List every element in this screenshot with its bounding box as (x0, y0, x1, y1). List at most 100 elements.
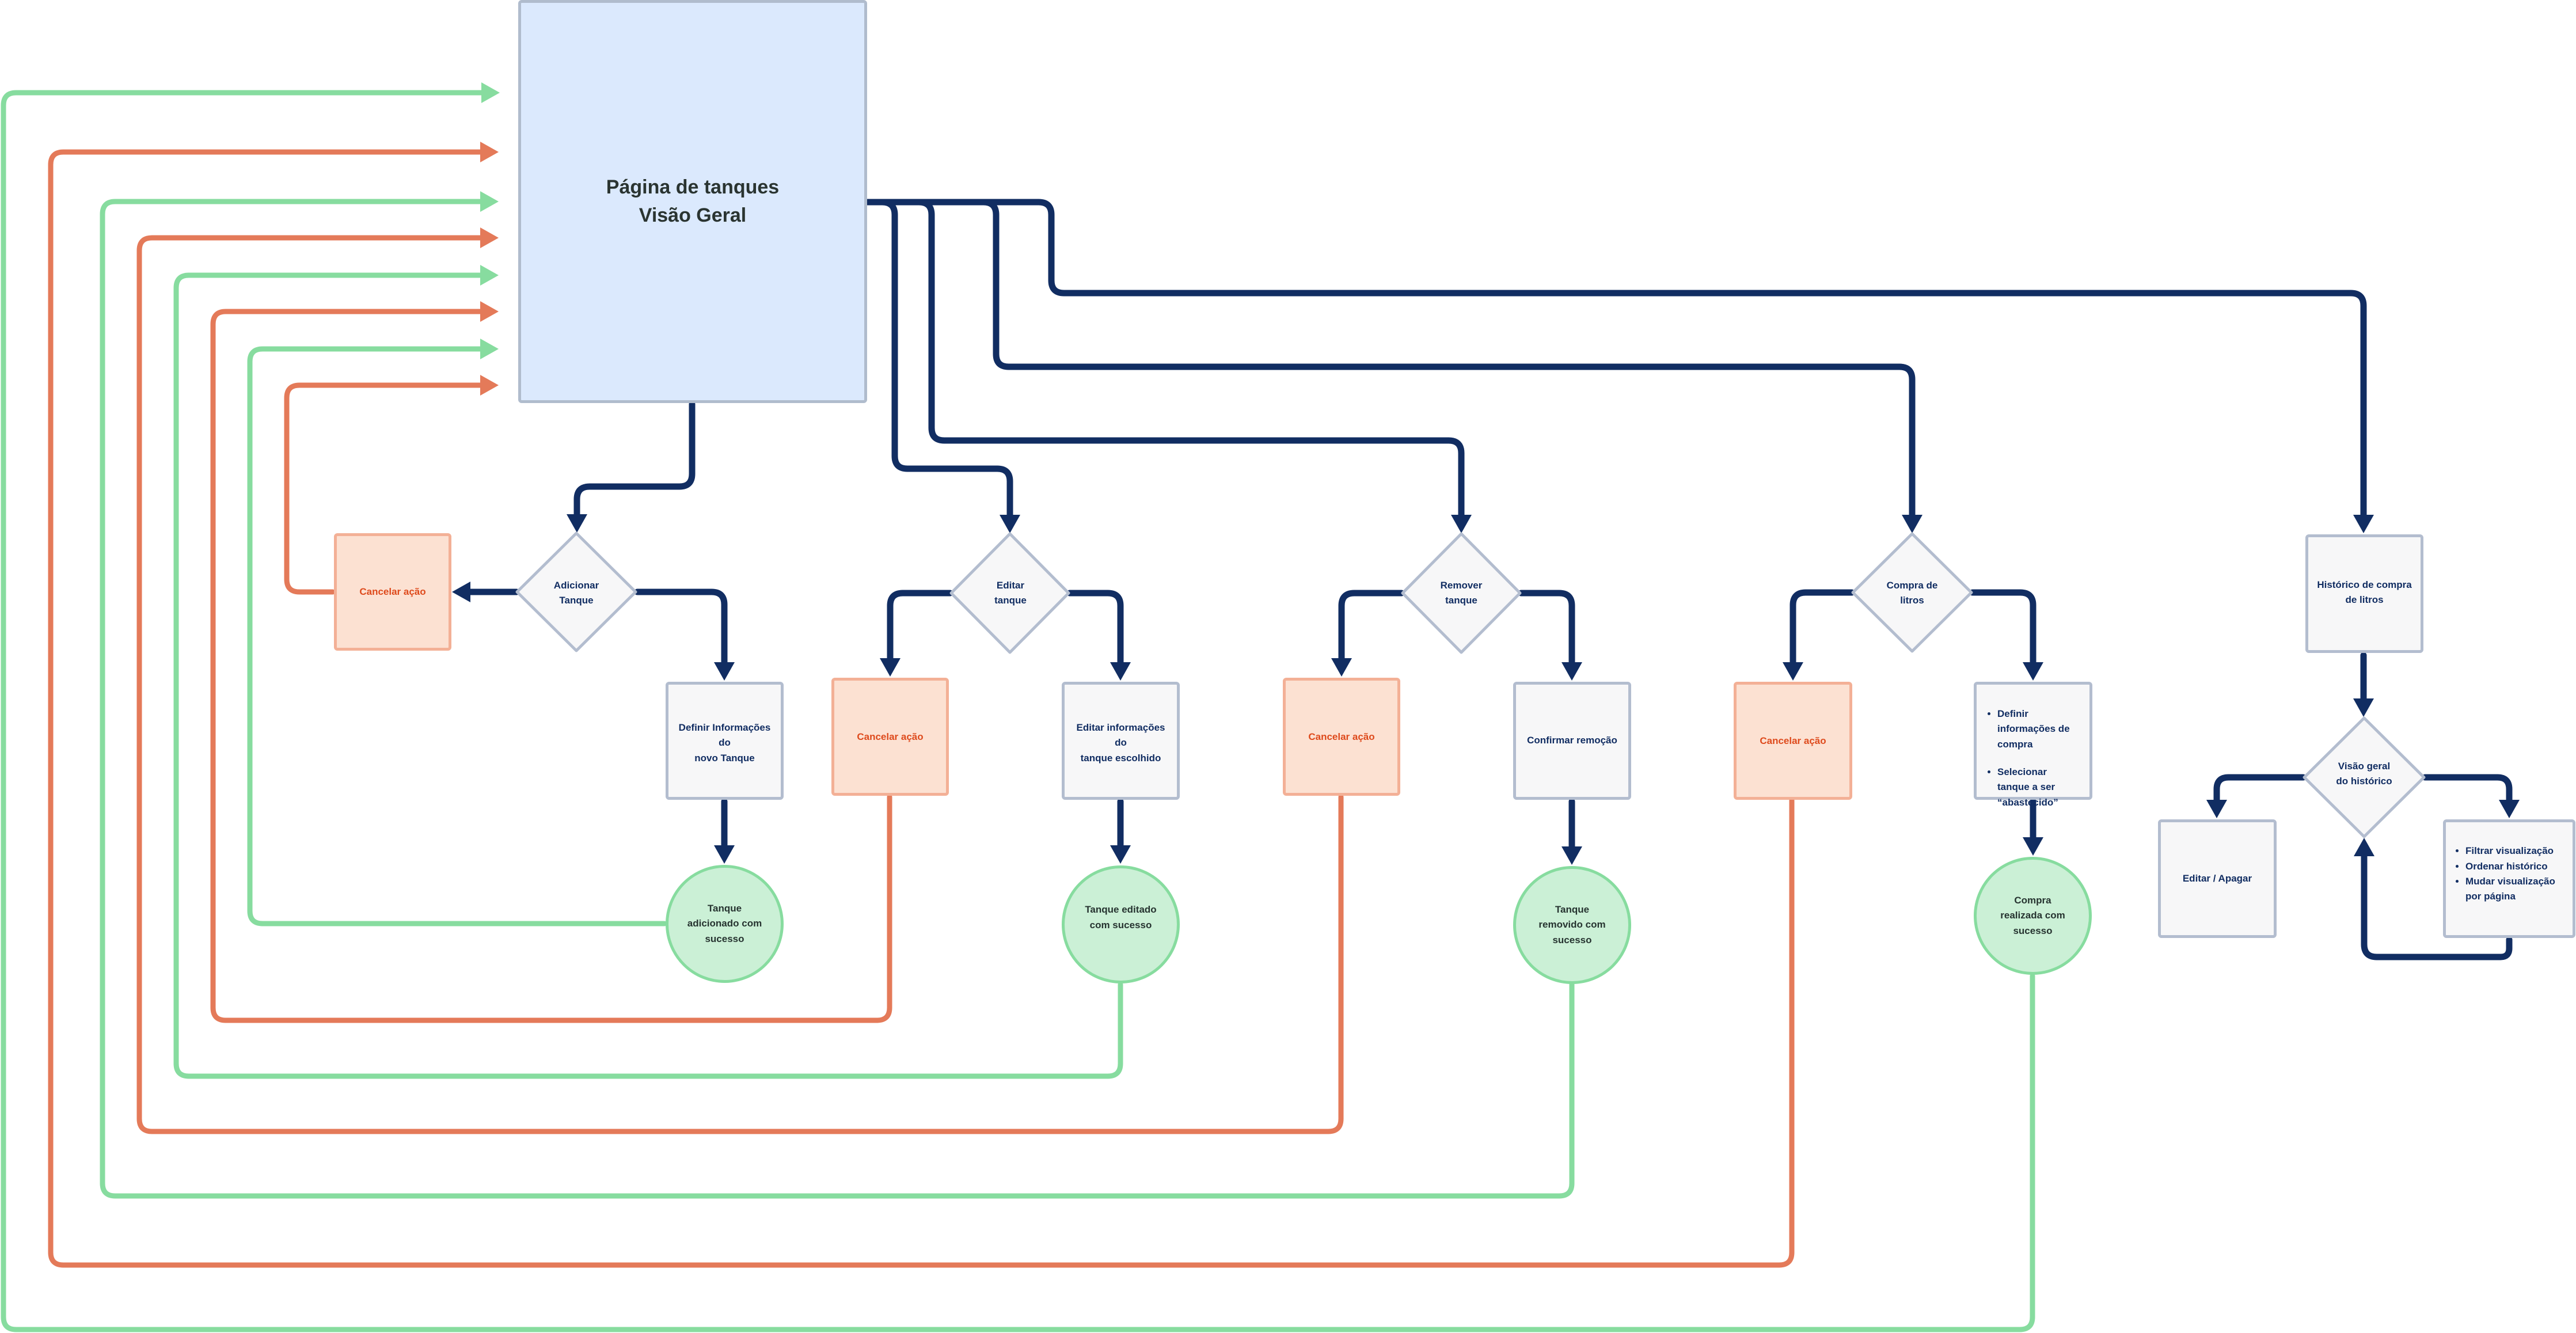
history-view-options[interactable]: Filtrar visualização Ordenar histórico M… (2443, 819, 2575, 938)
flow-options-back-to-overview-arrowhead-icon (2354, 838, 2374, 856)
decision-text: Editar (996, 579, 1025, 591)
flow-main-to-add-arrowhead-icon (567, 514, 587, 533)
decision-shapes (515, 531, 2426, 838)
buy-step-item: Definir informações de compra (1997, 707, 2081, 752)
flow-overview-to-edit-arrowhead-icon (2206, 800, 2227, 818)
main-node-subtitle: Visão Geral (639, 204, 747, 226)
step-confirm-removal[interactable]: Confirmar remoção (1513, 682, 1631, 800)
decision-text: tanque (1445, 595, 1477, 606)
flow-edit-to-info (1066, 590, 1124, 667)
cancel-label: Cancelar ação (1760, 735, 1826, 746)
cancel-action-buy[interactable]: Cancelar ação (1734, 682, 1852, 800)
return-buy-cancel-arrowhead-icon (480, 142, 499, 162)
cancel-action-remove[interactable]: Cancelar ação (1283, 678, 1400, 796)
flow-main-to-history-arrowhead-icon (2353, 515, 2374, 533)
flow-buy-to-cancel (1789, 589, 1855, 667)
step-text: tanque escolhido (1080, 752, 1161, 764)
flow-main-to-add (573, 401, 696, 519)
flow-edit-to-info-arrowhead-icon (1110, 662, 1131, 681)
flow-remove-to-confirm-arrowhead-icon (1561, 662, 1582, 681)
return-remove-cancel-arrowhead-icon (480, 227, 499, 248)
flow-overview-to-edit (2213, 774, 2307, 804)
success-text: Tanque (707, 902, 742, 914)
step-define-new-tank[interactable]: Definir Informações do novo Tanque (666, 682, 784, 800)
return-remove-success (100, 199, 1575, 1199)
return-buy-success (1, 90, 2035, 1332)
flow-buy-to-details-arrowhead-icon (2023, 662, 2043, 681)
return-add-success-arrowhead-icon (480, 339, 499, 359)
flow-buy-to-cancel-arrowhead-icon (1783, 662, 1803, 681)
success-tank-added: Tanque adicionado com sucesso (666, 865, 784, 983)
return-add-cancel (284, 382, 484, 595)
history-option-item: Mudar visualização por página (2465, 874, 2567, 905)
flow-main-to-remove-arrowhead-icon (1451, 515, 1472, 533)
step-text: novo Tanque (694, 752, 755, 764)
flow-edit-to-cancel-arrowhead-icon (880, 658, 901, 677)
success-text: sucesso (2013, 925, 2053, 936)
success-text: removido com (1538, 919, 1606, 931)
return-add-cancel-arrowhead-icon (480, 375, 499, 396)
flow-remove-to-confirm (1518, 590, 1575, 667)
return-remove-success-arrowhead-icon (480, 191, 499, 212)
history-option-item: Filtrar visualização (2465, 844, 2567, 859)
return-edit-cancel-arrowhead-icon (480, 301, 499, 322)
flow-main-to-edit-arrowhead-icon (1000, 515, 1020, 533)
cancel-label: Cancelar ação (1308, 731, 1375, 742)
flow-overview-to-options-arrowhead-icon (2499, 800, 2520, 818)
flow-buy-to-details (1969, 589, 2037, 667)
step-buy-details[interactable]: Definir informações de compra Selecionar… (1974, 682, 2092, 808)
success-text: adicionado com (687, 918, 762, 929)
history-option-item: Ordenar histórico (2465, 859, 2567, 874)
history-options-list: Filtrar visualização Ordenar histórico M… (2453, 844, 2567, 904)
return-add-success (247, 346, 667, 926)
cancel-label: Cancelar ação (857, 731, 924, 742)
decision-edit-tank[interactable] (949, 532, 1070, 654)
return-edit-success-arrowhead-icon (480, 265, 499, 286)
flow-details-to-success-arrowhead-icon (2023, 837, 2043, 856)
flow-add-to-define-arrowhead-icon (714, 662, 735, 681)
cancel-action-edit[interactable]: Cancelar ação (831, 678, 949, 796)
step-text: Confirmar remoção (1527, 735, 1617, 746)
decision-add-tank[interactable] (515, 531, 637, 652)
flow-history-to-overview-arrowhead-icon (2353, 698, 2374, 717)
cancel-action-add[interactable]: Cancelar ação (334, 533, 451, 651)
success-text: realizada com (2000, 910, 2065, 921)
success-text: sucesso (1552, 934, 1592, 945)
step-edit-tank-info[interactable]: Editar informações do tanque escolhido (1062, 682, 1180, 800)
step-text: Definir Informações do (678, 722, 771, 749)
flow-editinfo-to-success-arrowhead-icon (1110, 845, 1131, 864)
buy-step-item: Selecionar tanque a ser “abastecido” (1997, 765, 2081, 810)
main-node-title: Página de tanques (606, 176, 780, 198)
decision-remove-tank[interactable] (1401, 532, 1522, 654)
history-edit-text: Editar / Apagar (2182, 872, 2252, 884)
decision-history-overview[interactable] (2303, 716, 2426, 838)
decision-buy-liters[interactable] (1851, 532, 1973, 653)
flow-add-to-cancel-arrowhead-icon (452, 582, 470, 602)
success-text: sucesso (705, 933, 744, 944)
return-buy-success-arrowhead-icon (481, 82, 500, 103)
flow-main-to-buy (865, 199, 1916, 519)
connectors (1, 82, 2520, 1332)
decision-text: tanque (994, 595, 1027, 606)
success-tank-removed: Tanque removido com sucesso (1513, 866, 1631, 984)
decision-text: Adicionar (553, 579, 599, 591)
decision-buy-liters-label: Compra de litros (1871, 570, 1953, 616)
return-remove-cancel (136, 235, 1344, 1134)
flow-main-to-edit (865, 199, 1013, 519)
flow-add-to-define (634, 588, 728, 667)
step-text: Editar informações do (1076, 722, 1165, 749)
decision-text: litros (1900, 595, 1924, 606)
flow-define-to-success-arrowhead-icon (714, 845, 735, 864)
decision-text: do histórico (2336, 776, 2392, 787)
history-edit-delete[interactable]: Editar / Apagar (2158, 819, 2277, 938)
success-text: Tanque (1555, 903, 1590, 915)
decision-text: Compra de (1886, 579, 1938, 591)
return-edit-cancel (210, 309, 892, 1023)
decision-text: Remover (1440, 579, 1483, 591)
success-text: com sucesso (1089, 919, 1152, 931)
flow-main-to-history (865, 199, 2367, 519)
main-node-tanks-overview[interactable]: Página de tanques Visão Geral (518, 0, 867, 403)
